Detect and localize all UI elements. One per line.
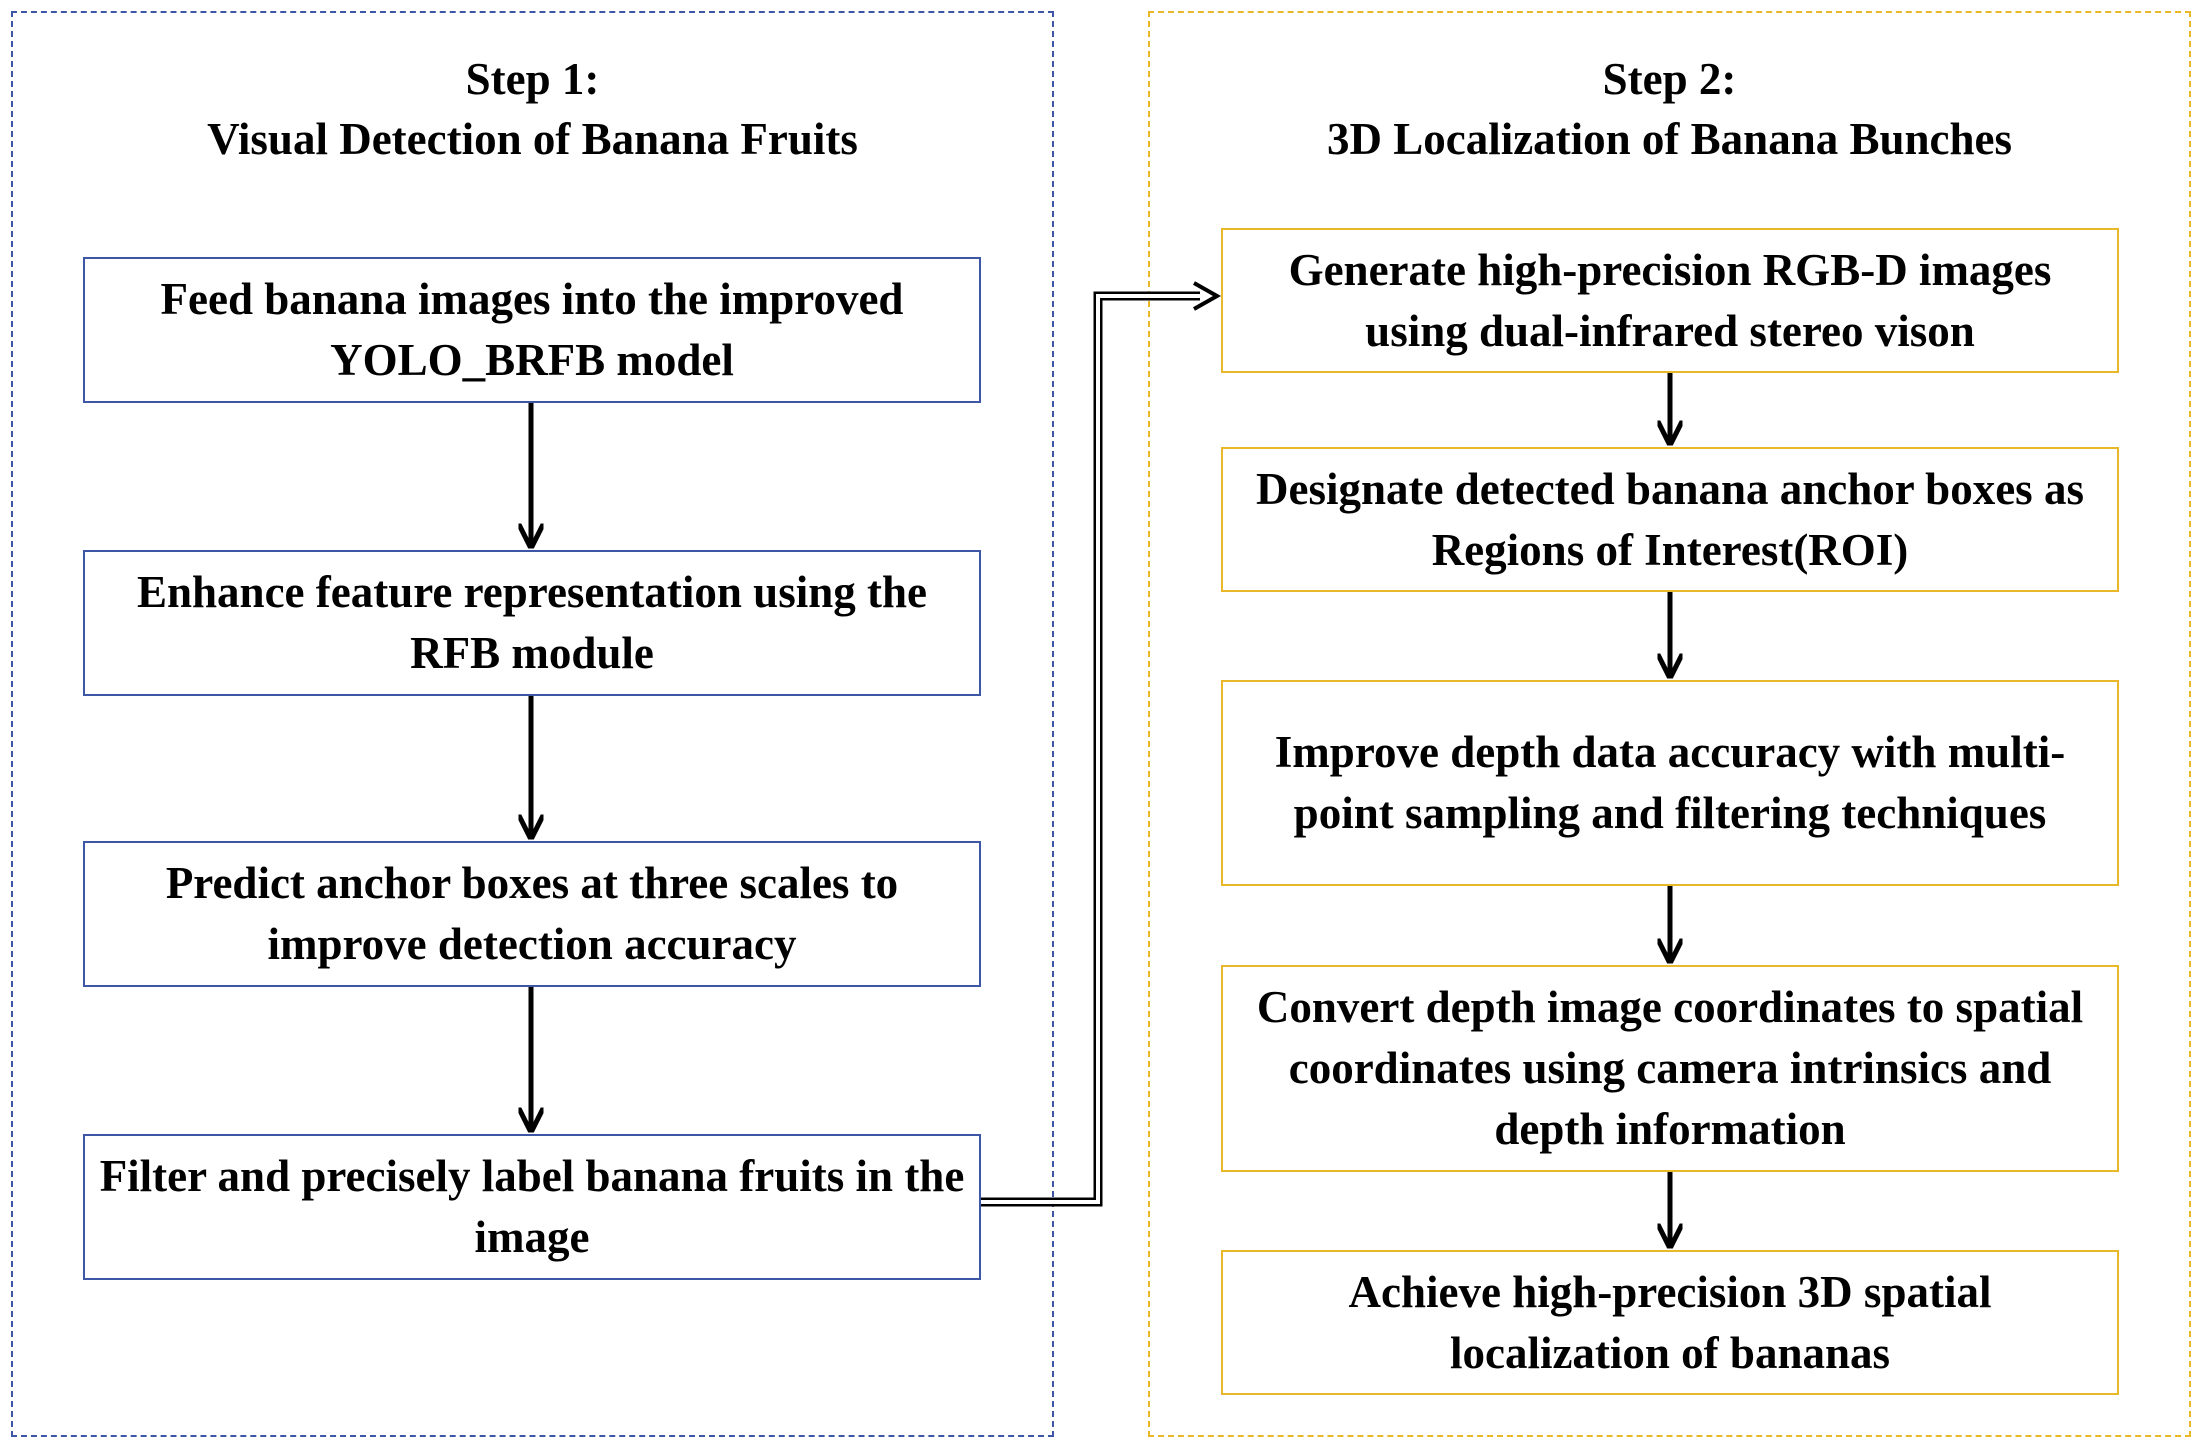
step2-title-line2: 3D Localization of Banana Bunches: [1326, 114, 2013, 164]
step1-box-feed-images: Feed banana images into the improved YOL…: [83, 257, 981, 403]
step2-box-designate-roi: Designate detected banana anchor boxes a…: [1221, 447, 2119, 592]
step1-box-enhance-features: Enhance feature representation using the…: [83, 550, 981, 696]
step2-box-achieve-localization: Achieve high-precision 3D spatial locali…: [1221, 1250, 2119, 1395]
step1-box-predict-anchors: Predict anchor boxes at three scales to …: [83, 841, 981, 987]
step1-title-line2: Visual Detection of Banana Fruits: [207, 114, 858, 164]
step1-title: Step 1: Visual Detection of Banana Fruit…: [13, 49, 1052, 169]
step2-panel: Step 2: 3D Localization of Banana Bunche…: [1148, 11, 2191, 1437]
step2-title-line1: Step 2:: [1602, 54, 1737, 104]
step1-panel: Step 1: Visual Detection of Banana Fruit…: [11, 11, 1054, 1437]
step2-box-generate-rgbd: Generate high-precision RGB-D images usi…: [1221, 228, 2119, 373]
step2-box-improve-depth: Improve depth data accuracy with multi-p…: [1221, 680, 2119, 886]
cross-panel-connector: [981, 281, 1222, 1207]
step2-box-convert-coordinates: Convert depth image coordinates to spati…: [1221, 965, 2119, 1172]
step2-title: Step 2: 3D Localization of Banana Bunche…: [1150, 49, 2189, 169]
step1-box-filter-label: Filter and precisely label banana fruits…: [83, 1134, 981, 1280]
step1-title-line1: Step 1:: [465, 54, 600, 104]
